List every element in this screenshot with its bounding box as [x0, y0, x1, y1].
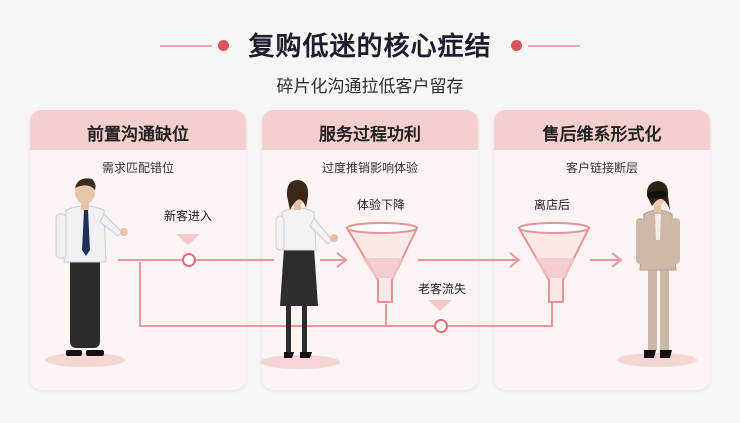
person-illustration-1: [55, 178, 128, 356]
panel-subheading: 需求匹配错位: [101, 161, 174, 175]
floor-shadow-3: [617, 353, 697, 367]
funnel-2: [517, 222, 591, 303]
funnel-1: [345, 222, 419, 303]
floor-shadow-2: [260, 355, 340, 369]
person-illustration-3: [636, 181, 680, 358]
panel-subheading: 客户链接断层: [565, 161, 638, 175]
panel-heading: 前置沟通缺位: [30, 110, 246, 150]
loss-path: [139, 262, 553, 327]
label-new-customer: 新客进入: [164, 209, 213, 223]
arrowheads: [336, 252, 623, 268]
title-right-dot: [511, 40, 522, 51]
panel-subheading: 过度推销影响体验: [321, 161, 418, 175]
title-left-dot: [218, 40, 229, 51]
loss-triangle: [428, 300, 452, 311]
floor-shadow-1: [45, 353, 125, 367]
title-row: 复购低迷的核心症结: [0, 26, 740, 66]
entry-node: [182, 253, 196, 267]
page-title: 复购低迷的核心症结: [248, 32, 492, 62]
label-after-leaving: 离店后: [534, 198, 571, 212]
person-illustration-2: [275, 180, 338, 358]
label-experience-drop: 体验下降: [357, 198, 406, 212]
panel-heading: 服务过程功利: [262, 110, 478, 150]
panel-heading: 售后维系形式化: [494, 110, 710, 150]
loss-node: [434, 319, 448, 333]
title-left-line: [160, 45, 212, 47]
entry-triangle: [176, 234, 200, 245]
label-old-customer-loss: 老客流失: [418, 282, 467, 296]
title-right-line: [528, 45, 580, 47]
page-subtitle: 碎片化沟通拉低客户留存: [276, 77, 464, 97]
